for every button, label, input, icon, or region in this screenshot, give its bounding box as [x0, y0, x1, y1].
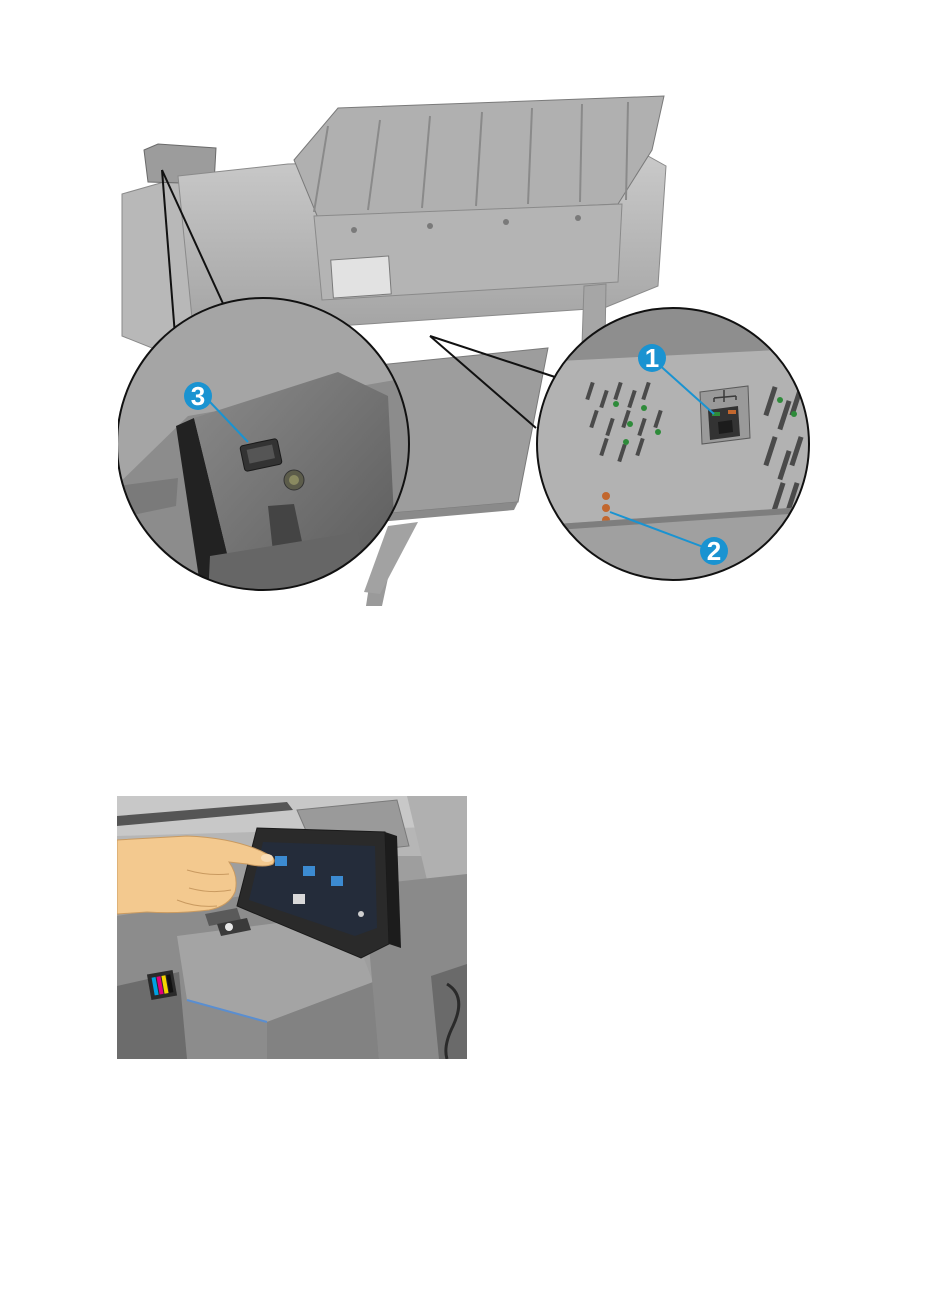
svg-text:2: 2	[707, 536, 721, 566]
svg-text:3: 3	[191, 381, 205, 411]
printer-rear-view-illustration: 1 2 3	[118, 86, 818, 608]
ethernet-port-magnifier	[528, 306, 818, 586]
ink-color-logo	[147, 970, 177, 1000]
power-socket-magnifier	[118, 298, 418, 598]
front-panel-illustration	[117, 796, 467, 1059]
screen-app-icon	[331, 876, 343, 886]
ethernet-port	[700, 386, 750, 444]
svg-text:1: 1	[645, 343, 659, 373]
status-leds	[602, 492, 610, 524]
screen-app-icon	[293, 894, 305, 904]
screen-app-icon	[303, 866, 315, 876]
printer-front-panel-photo	[117, 796, 467, 1059]
screen-app-icon	[275, 856, 287, 866]
printer-rear-view-figure: 1 2 3	[118, 86, 818, 608]
power-button-icon	[225, 923, 233, 931]
